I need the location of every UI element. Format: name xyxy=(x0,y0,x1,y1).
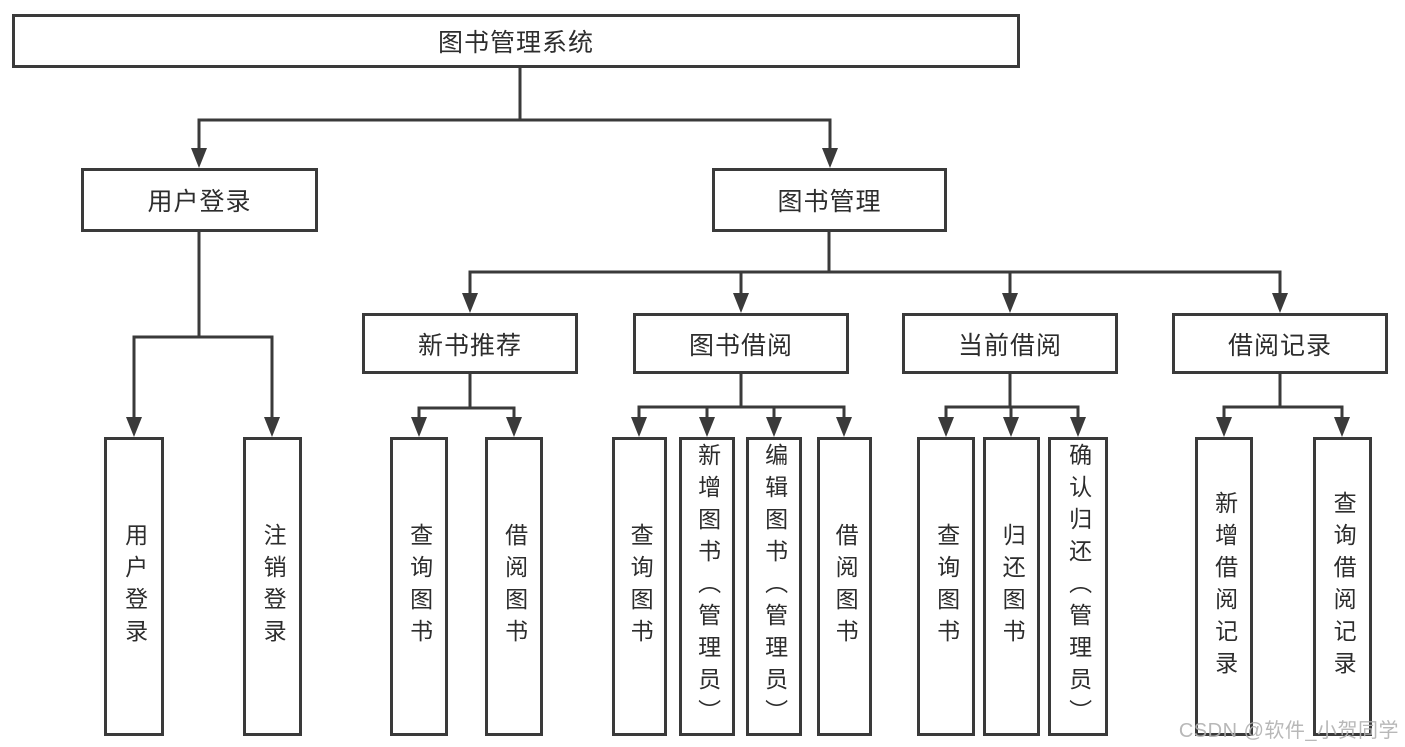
leaf-nb-query-books: 查询图书 xyxy=(390,437,448,736)
node-book-management: 图书管理 xyxy=(712,168,947,232)
node-label: 图书管理系统 xyxy=(437,29,594,57)
leaf-bb-borrow-books: 借阅图书 xyxy=(817,437,872,736)
node-library-management-system: 图书管理系统 xyxy=(12,14,1020,68)
leaf-br-query-record: 查询借阅记录 xyxy=(1313,437,1372,736)
node-label: 确认归还（管理员） xyxy=(1065,442,1092,731)
leaf-bb-query-books: 查询图书 xyxy=(612,437,667,736)
leaf-logout: 注销登录 xyxy=(243,437,302,736)
node-label: 归还图书 xyxy=(999,522,1026,651)
node-borrowing-records: 借阅记录 xyxy=(1172,313,1388,374)
node-label: 注销登录 xyxy=(260,522,287,651)
leaf-br-add-record: 新增借阅记录 xyxy=(1195,437,1253,736)
node-label: 借阅图书 xyxy=(501,522,528,651)
leaf-nb-borrow-books: 借阅图书 xyxy=(485,437,543,736)
node-user-login: 用户登录 xyxy=(81,168,318,232)
node-label: 查询图书 xyxy=(627,522,654,651)
csdn-watermark: CSDN @软件_小贺同学 xyxy=(1178,720,1399,742)
leaf-bb-edit-books-admin: 编辑图书（管理员） xyxy=(746,437,802,736)
node-current-borrowing: 当前借阅 xyxy=(902,313,1118,374)
node-label: 借阅图书 xyxy=(832,522,859,651)
node-label: 查询图书 xyxy=(406,522,433,651)
node-label: 借阅记录 xyxy=(1227,331,1332,360)
node-label: 新增借阅记录 xyxy=(1211,490,1238,683)
node-label: 查询借阅记录 xyxy=(1330,490,1357,683)
node-label: 查询图书 xyxy=(933,522,960,651)
leaf-cb-confirm-return-admin: 确认归还（管理员） xyxy=(1048,437,1108,736)
node-label: 新书推荐 xyxy=(417,331,522,360)
node-new-book-recommendation: 新书推荐 xyxy=(362,313,578,374)
leaf-cb-query-books: 查询图书 xyxy=(917,437,975,736)
node-label: 图书借阅 xyxy=(688,331,793,360)
node-book-borrowing: 图书借阅 xyxy=(633,313,849,374)
leaf-cb-return-books: 归还图书 xyxy=(983,437,1040,736)
leaf-bb-add-books-admin: 新增图书（管理员） xyxy=(679,437,735,736)
node-label: 图书管理 xyxy=(777,188,882,216)
leaf-user-login: 用户登录 xyxy=(104,437,164,736)
node-label: 用户登录 xyxy=(121,522,148,651)
node-label: 当前借阅 xyxy=(957,331,1062,360)
node-label: 编辑图书（管理员） xyxy=(761,442,788,731)
node-label: 新增图书（管理员） xyxy=(694,442,721,731)
node-label: 用户登录 xyxy=(147,188,252,216)
